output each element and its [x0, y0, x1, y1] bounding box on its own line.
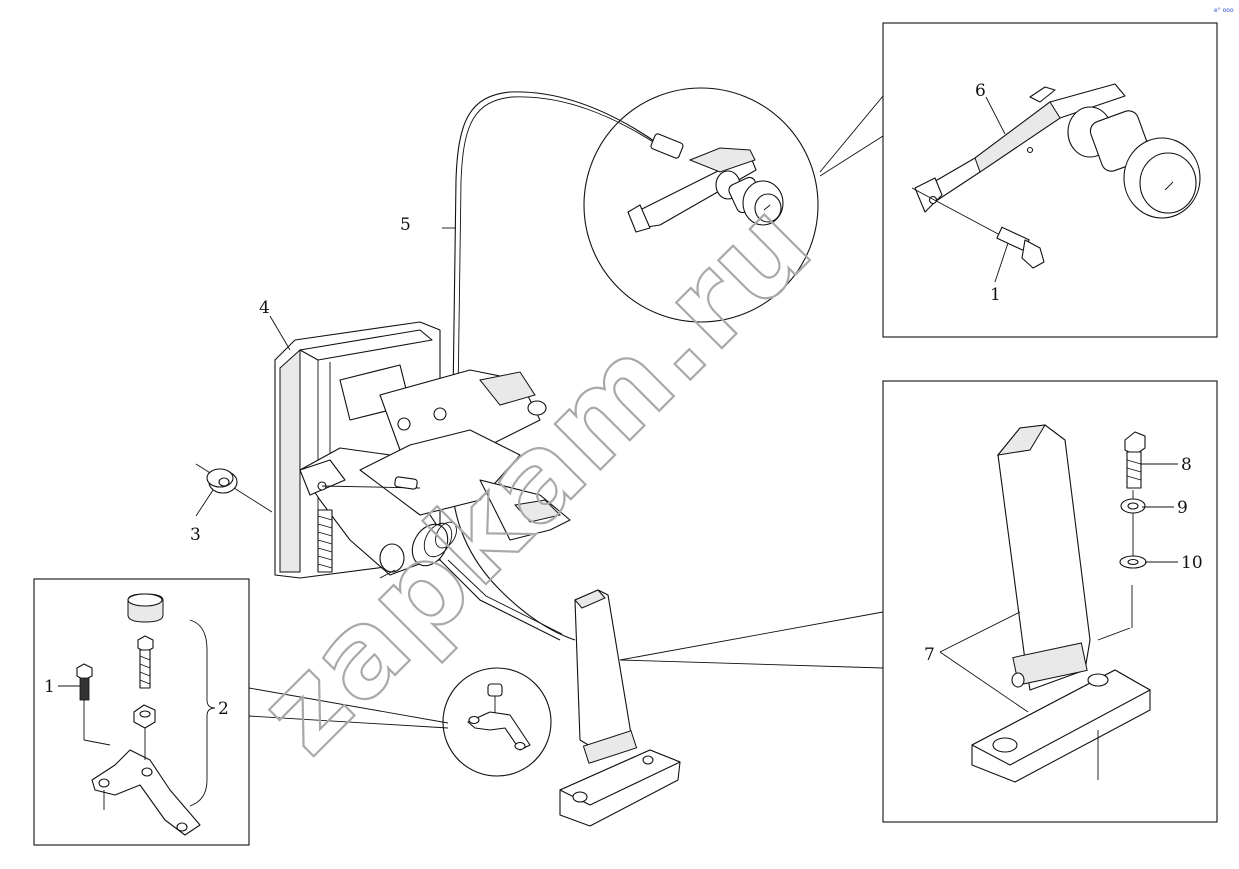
callout-6: 6	[975, 81, 986, 101]
coil-spring	[411, 521, 457, 567]
callout-3: 3	[190, 525, 201, 545]
detail-circle-pedal-stop	[442, 667, 552, 777]
callout-1-left: 1	[44, 677, 55, 697]
callout-10: 10	[1181, 553, 1203, 573]
inset-frame-hand-throttle	[882, 22, 1218, 338]
callout-7: 7	[924, 645, 935, 665]
callout-4: 4	[259, 298, 270, 318]
callout-leaders	[58, 96, 1178, 713]
hand-throttle-inset-drawing	[911, 83, 1201, 283]
return-spring	[317, 509, 333, 573]
callout-5: 5	[400, 215, 411, 235]
pedal-bracket-inset-drawing	[76, 593, 216, 836]
nut-item-3	[195, 463, 273, 513]
pedal-stop-detail	[467, 683, 531, 751]
callout-8: 8	[1181, 455, 1192, 475]
callout-1-right: 1	[990, 285, 1001, 305]
accelerator-pedal-main	[559, 589, 681, 827]
callout-2: 2	[218, 699, 229, 719]
inset-frame-accelerator-pedal	[882, 380, 1218, 823]
detail-circle-hand-throttle	[583, 87, 819, 323]
hand-throttle-detail	[627, 133, 784, 233]
corner-mark: e° ooo	[1214, 7, 1234, 14]
callout-labels: 1 1 2 3 4 5 6 7 8 9 10	[44, 81, 1203, 719]
callout-9: 9	[1177, 498, 1188, 518]
accelerator-pedal-inset-drawing	[971, 424, 1151, 783]
pedal-mechanism-assembly	[274, 321, 571, 641]
throttle-cable	[442, 91, 665, 641]
connector-lines	[248, 95, 884, 729]
inset-frame-pedal-bracket	[33, 578, 250, 846]
